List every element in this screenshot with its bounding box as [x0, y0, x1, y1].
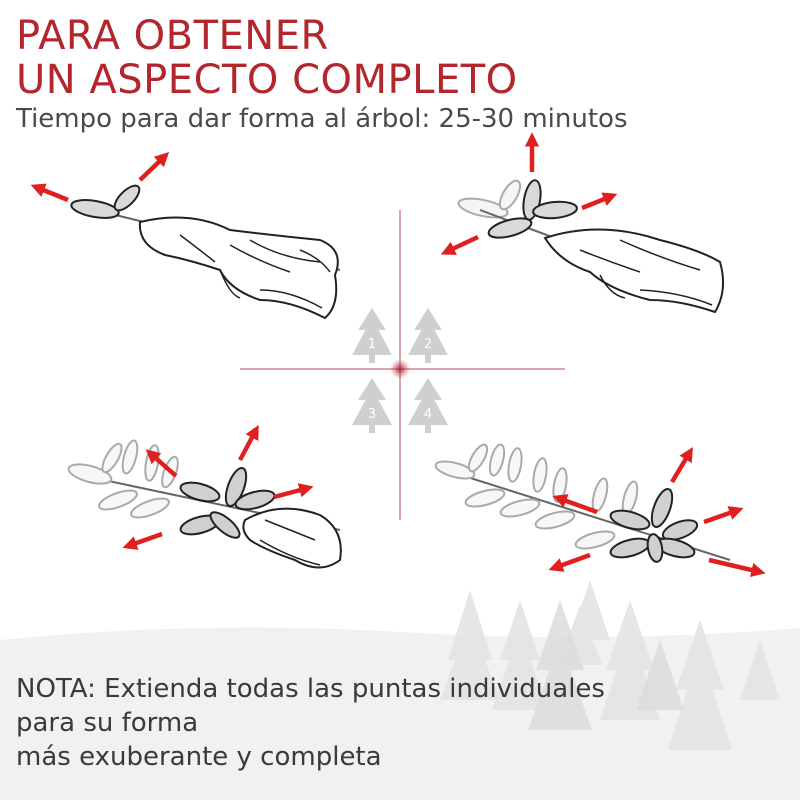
note-block: NOTA: Extienda todas las puntas individu… [16, 672, 605, 774]
page-title-line-2: UN ASPECTO COMPLETO [16, 57, 518, 103]
tree-step-2-icon [408, 308, 448, 363]
note-line-1: NOTA: Extienda todas las puntas individu… [16, 674, 605, 704]
branch-step-3-active [179, 467, 342, 569]
tree-step-4-icon [408, 378, 448, 433]
note-line-2: para su forma [16, 708, 199, 738]
branch-step-4-active [609, 488, 699, 563]
step-label-4: 4 [424, 407, 432, 422]
quadrant-divider [240, 210, 565, 520]
snowy-background [0, 580, 800, 800]
step-label-3: 3 [368, 407, 376, 422]
tree-step-1-icon [352, 308, 392, 363]
arrows-step-3 [122, 424, 314, 550]
branch-step-1 [70, 184, 341, 320]
branch-step-2 [457, 179, 725, 314]
tree-step-3-icon [352, 378, 392, 433]
step-tree-icons [352, 308, 448, 433]
note-line-3: más exuberante y completa [16, 742, 382, 772]
shaping-time-subtitle: Tiempo para dar forma al árbol: 25-30 mi… [16, 104, 628, 134]
arrows-step-4 [548, 447, 766, 578]
step-label-1: 1 [368, 337, 376, 352]
arrows-step-1 [30, 152, 170, 203]
step-label-2: 2 [424, 337, 432, 352]
arrows-step-2 [440, 132, 618, 255]
page-title-line-1: PARA OBTENER [16, 13, 329, 59]
